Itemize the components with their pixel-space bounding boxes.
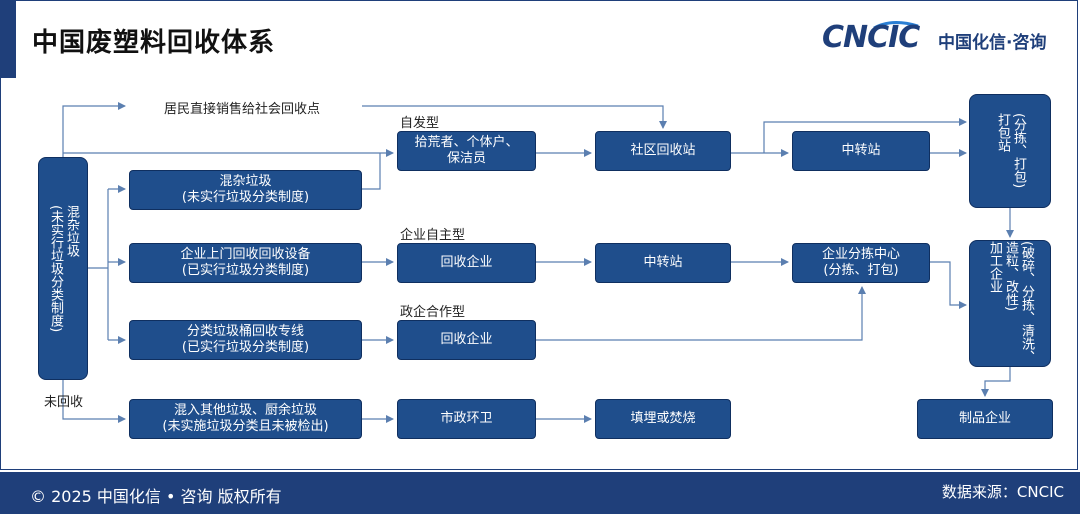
footer-source: 数据来源：CNCIC: [941, 483, 1064, 501]
node-mixed-other-garbage: 混入其他垃圾、厨余垃圾 (未实施垃圾分类且未被检出): [129, 399, 362, 439]
logo-swoosh-icon: [873, 21, 919, 30]
label-spontaneous: 自发型: [400, 116, 440, 131]
logo-text-en: CNCIC: [822, 20, 920, 55]
node-enterprise-sorting-center: 企业分拣中心 (分拣、打包): [792, 243, 930, 283]
node-sorted-bin-line: 分类垃圾桶回收专线 (已实行垃圾分类制度): [129, 320, 362, 360]
label-direct-sale: 居民直接销售给社会回收点: [164, 102, 321, 117]
node-municipal-sanitation: 市政环卫: [397, 399, 536, 439]
node-scavengers: 拾荒者、个体户、 保洁员: [397, 131, 536, 171]
node-sort-pack-station-label: (分拣、打包) 打包站: [995, 113, 1026, 189]
cncic-logo: CNCIC 中国化信·咨询: [822, 20, 1062, 60]
node-transfer-station-2: 中转站: [792, 131, 930, 171]
node-mixed-garbage-unsorted: 混杂垃圾 (未实行垃圾分类制度): [129, 170, 362, 210]
node-mixed-waste-label: 混杂垃圾 (未实行垃圾分类制度): [48, 204, 79, 333]
node-product-enterprise: 制品企业: [917, 399, 1053, 439]
page-title: 中国废塑料回收体系: [32, 28, 276, 58]
label-enterprise-self: 企业自主型: [400, 228, 466, 243]
flow-connectors: [62, 102, 1014, 423]
node-enterprise-door-collection: 企业上门回收回收设备 (已实行垃圾分类制度): [129, 243, 362, 283]
node-landfill-incineration: 填埋或焚烧: [595, 399, 731, 439]
footer-copyright: © 2025 中国化信 • 咨询 版权所有: [30, 487, 282, 506]
node-processing-enterprise: (破碎、分拣、清洗、造粒、改性) 加工企业: [969, 240, 1051, 367]
node-processing-enterprise-label: (破碎、分拣、清洗、造粒、改性) 加工企业: [987, 241, 1034, 364]
node-sort-pack-station: (分拣、打包) 打包站: [969, 94, 1051, 208]
label-gov-enterprise: 政企合作型: [400, 305, 466, 320]
label-not-recycled: 未回收: [44, 395, 84, 410]
node-community-recycling-point: 社区回收站: [595, 131, 731, 171]
footer-bar: © 2025 中国化信 • 咨询 版权所有 数据来源：CNCIC: [0, 472, 1080, 514]
node-recycling-enterprise-1: 回收企业: [397, 243, 536, 283]
node-mixed-waste: 混杂垃圾 (未实行垃圾分类制度): [38, 157, 88, 380]
title-accent-bar: [0, 0, 16, 78]
content-frame: [0, 0, 1078, 470]
node-transfer-station-1: 中转站: [595, 243, 731, 283]
node-recycling-enterprise-2: 回收企业: [397, 320, 536, 360]
logo-text-cn: 中国化信·咨询: [938, 33, 1047, 53]
